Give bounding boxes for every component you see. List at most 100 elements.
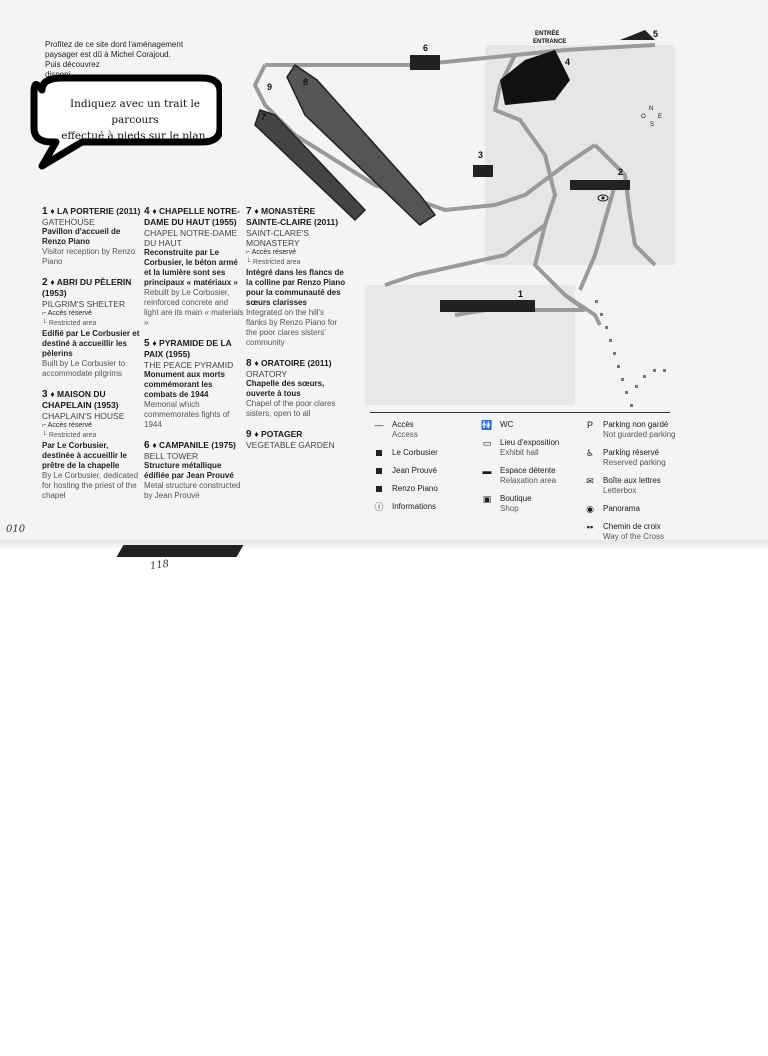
intro-line: Profitez de ce site dont l'aménagement	[45, 40, 184, 49]
intro-line: disponi	[45, 70, 71, 79]
letter-icon: ✉	[586, 476, 594, 486]
legend-label-en: Reserved parking	[603, 458, 666, 467]
legend-label-en: Shop	[500, 504, 519, 513]
legend-label-en: Relaxation area	[500, 476, 557, 485]
entry-desc-fr: Reconstruite par Le Corbusier, le béton …	[144, 248, 238, 287]
bubble-instruction: Indiquez avec un trait le parcours effec…	[50, 96, 220, 144]
map-label-5: 5	[653, 29, 658, 39]
eye-icon	[597, 194, 609, 202]
entry-desc-fr: Monument aux morts commémorant les comba…	[144, 370, 225, 399]
entry-number: 9	[246, 429, 255, 440]
legend-item: Jean Prouvé	[372, 466, 472, 476]
map-label-3: 3	[478, 150, 483, 160]
entry-title-en: THE PEACE PYRAMID	[144, 360, 234, 370]
svg-text:N: N	[649, 106, 653, 112]
map-label-2: 2	[618, 167, 623, 177]
building-oratory	[286, 63, 437, 226]
entry-number: 4	[144, 206, 153, 217]
entries-column-3: 7 ♦ MONASTÈRE SAINTE-CLAIRE (2011)SAINT-…	[246, 206, 346, 460]
info-icon: ⓘ	[374, 502, 384, 512]
restricted-en: └ Restricted area	[42, 432, 97, 439]
map-label-1: 1	[518, 289, 523, 299]
entry-2: 2 ♦ ABRI DU PÈLERIN (1953)PILGRIM'S SHEL…	[42, 277, 142, 379]
intro-text: Profitez de ce site dont l'aménagement p…	[45, 40, 225, 80]
square-icon	[372, 448, 386, 458]
building-gatehouse	[440, 300, 535, 312]
building-pilgrim-shelter	[570, 180, 630, 190]
entry-heading: 7 ♦ MONASTÈRE SAINTE-CLAIRE (2011)	[246, 206, 346, 228]
restricted-note: ⌐ Accès réservé└ Restricted area	[42, 309, 142, 329]
entry-heading: 5 ♦ PYRAMIDE DE LA PAIX (1955)	[144, 338, 244, 360]
entry-number: 7	[246, 206, 255, 217]
map-entrance-fr: ENTRÉE	[535, 29, 559, 37]
intro-line: Puis découvrez	[45, 60, 100, 69]
legend-text: WC	[500, 420, 513, 430]
torn-paper-strip	[116, 545, 244, 557]
entry-heading: 8 ♦ ORATOIRE (2011)	[246, 358, 346, 369]
building-chaplain-house	[473, 165, 493, 177]
entry-4: 4 ♦ CHAPELLE NOTRE-DAME DU HAUT (1955)CH…	[144, 206, 244, 328]
restricted-fr: ⌐ Accès réservé	[246, 249, 296, 256]
entry-title-en: GATEHOUSE	[42, 217, 95, 227]
entry-desc-en: Metal structure constructed by Jean Prou…	[144, 481, 241, 500]
entry-desc-fr: Chapelle des sœurs, ouverte à tous	[246, 379, 325, 398]
entry-title-en: ORATORY	[246, 369, 288, 379]
entry-desc-en: Visitor reception by Renzo Piano	[42, 247, 136, 266]
entry-3: 3 ♦ MAISON DU CHAPELAIN (1953)CHAPLAIN'S…	[42, 389, 142, 501]
site-map: 1 2 3 4 5 6 7 8 9 ENTRÉE ENTRANCE N O E …	[235, 25, 685, 425]
map-label-6: 6	[423, 43, 428, 53]
square-icon	[372, 466, 386, 476]
legend-label-fr: WC	[500, 420, 514, 429]
entry-desc-en: Chapel of the poor clares sisters, open …	[246, 399, 336, 418]
entry-title-fr: ♦ MONASTÈRE SAINTE-CLAIRE (2011)	[246, 206, 339, 227]
legend-item: 🚻WC	[480, 420, 580, 430]
entry-number: 8	[246, 358, 255, 369]
entry-title-fr: ♦ CAMPANILE (1975)	[152, 440, 236, 450]
bubble-line: effectué à pieds sur le plan.	[61, 130, 209, 142]
legend-label-fr: Boîte aux lettres	[603, 476, 661, 485]
legend-label-fr: Jean Prouvé	[392, 466, 437, 475]
legend-label-en: Not guarded parking	[603, 430, 676, 439]
restricted-note: ⌐ Accès réservé└ Restricted area	[246, 248, 346, 268]
exhibit-icon: ▭	[482, 438, 492, 448]
entry-title-en: CHAPEL NOTRE-DAME DU HAUT	[144, 228, 238, 248]
square-icon	[372, 484, 386, 494]
entry-number: 2	[42, 277, 51, 288]
legend-divider	[370, 412, 670, 413]
map-entrance-en: ENTRANCE	[533, 39, 566, 45]
entry-desc-en: Integrated on the hill's flanks by Renzo…	[246, 308, 338, 347]
map-label-7: 7	[261, 112, 266, 122]
entry-number: 1	[42, 206, 51, 217]
restricted-en: └ Restricted area	[42, 320, 97, 327]
building-bell-tower	[410, 55, 440, 70]
entry-title-fr: ♦ ORATOIRE (2011)	[254, 358, 332, 368]
entry-title-fr: ♦ CHAPELLE NOTRE-DAME DU HAUT (1955)	[144, 206, 240, 227]
entry-7: 7 ♦ MONASTÈRE SAINTE-CLAIRE (2011)SAINT-…	[246, 206, 346, 348]
shop-icon: ▣	[482, 494, 492, 504]
legend-text: Panorama	[603, 504, 640, 514]
legend-item: ◉Panorama	[583, 504, 703, 514]
legend-label-fr: Boutique	[500, 494, 532, 503]
legend-label-fr: Panorama	[603, 504, 640, 513]
entry-heading: 2 ♦ ABRI DU PÈLERIN (1953)	[42, 277, 142, 299]
page-mark-bottom: 118	[149, 558, 170, 573]
compass-icon: N O E S	[641, 106, 662, 128]
entry-desc-en: Rebuilt by Le Corbusier, reinforced conc…	[144, 288, 244, 327]
way-of-cross-dots	[595, 300, 666, 407]
entry-desc-en: Built by Le Corbusier to accommodate pil…	[42, 359, 126, 378]
entry-title-fr: ♦ POTAGER	[254, 429, 303, 439]
